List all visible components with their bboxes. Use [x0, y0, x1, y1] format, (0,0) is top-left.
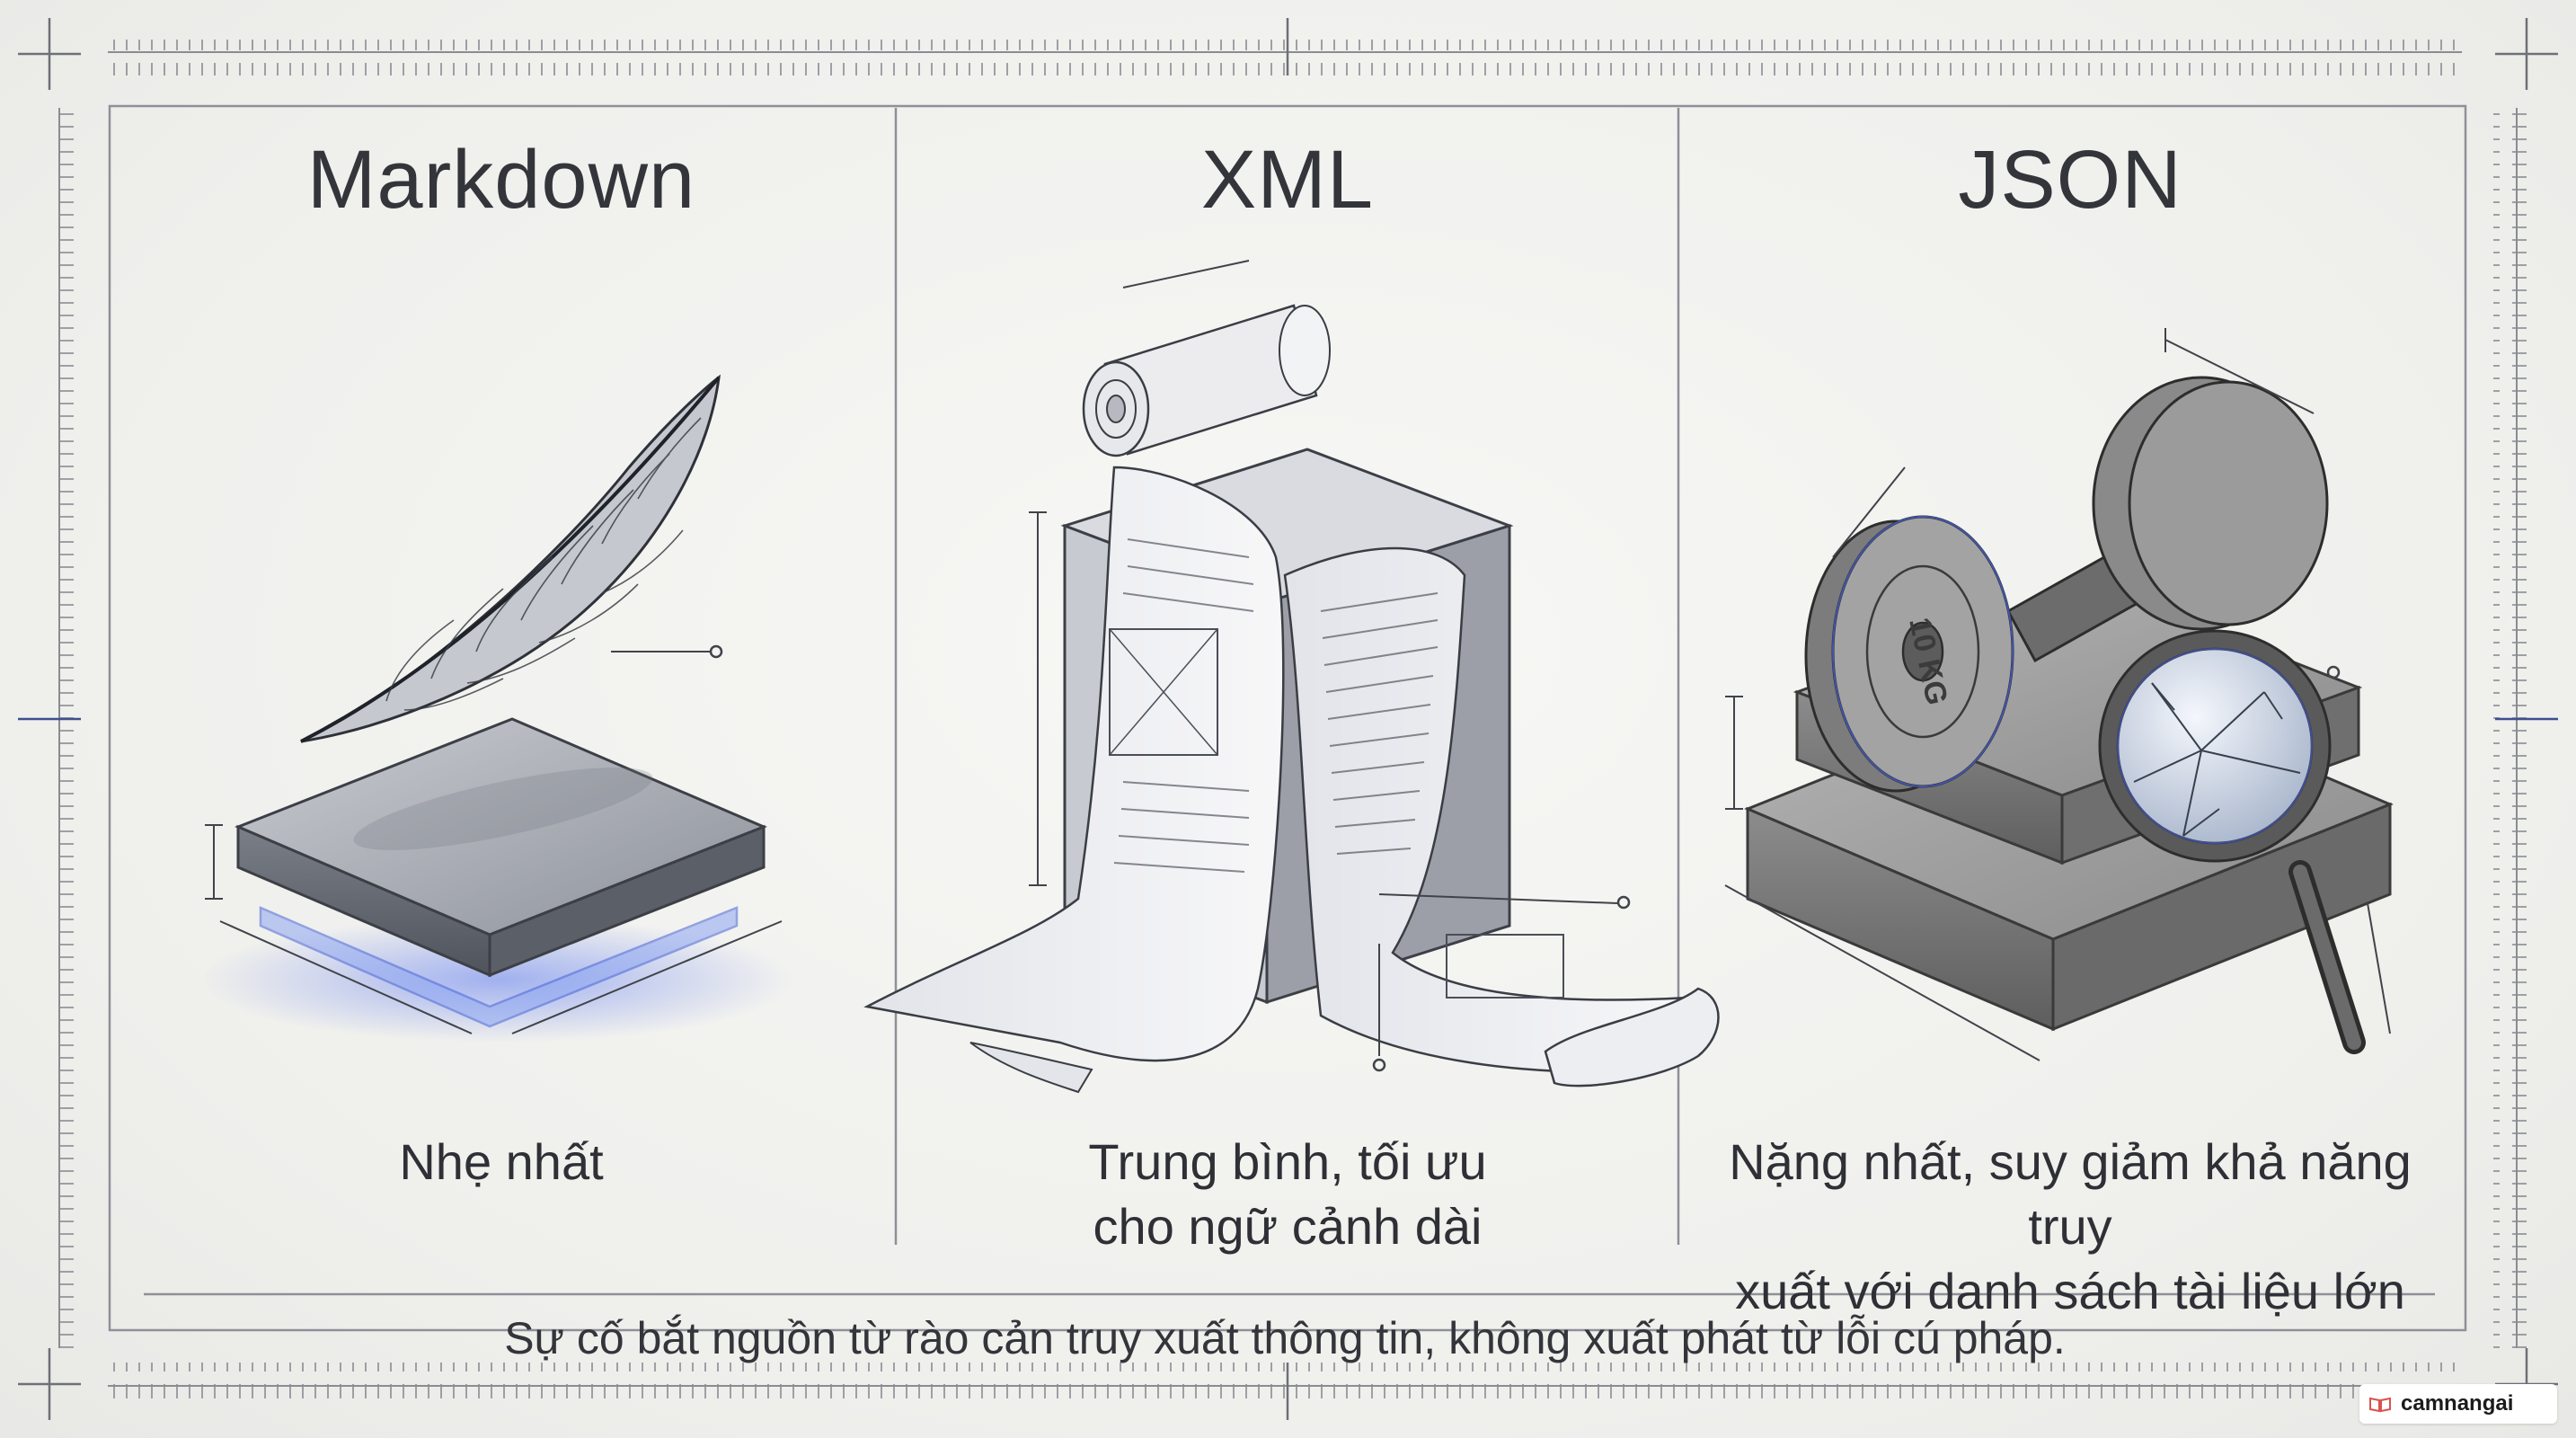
column-caption-markdown: Nhẹ nhất — [115, 1130, 888, 1194]
column-caption-xml: Trung bình, tối ưu cho ngữ cảnh dài — [901, 1130, 1674, 1259]
watermark-text: camnangai — [2401, 1391, 2514, 1416]
footer-note: Sự cố bắt nguồn từ rào cản truy xuất thô… — [504, 1313, 2066, 1363]
book-icon — [2369, 1397, 2391, 1413]
caption-line: xuất với danh sách tài liệu lớn — [1735, 1263, 2405, 1319]
column-title-markdown: Markdown — [306, 134, 696, 226]
watermark-badge[interactable]: camnangai — [2359, 1384, 2557, 1424]
caption-line: cho ngữ cảnh dài — [1093, 1198, 1483, 1255]
column-title-xml: XML — [1200, 134, 1375, 226]
column-caption-json: Nặng nhất, suy giảm khả năng truy xuất v… — [1684, 1130, 2456, 1324]
caption-line: Nặng nhất, suy giảm khả năng truy — [1729, 1133, 2412, 1255]
caption-line: Nhẹ nhất — [399, 1133, 604, 1190]
feather-plate-illustration — [202, 374, 795, 1043]
column-title-json: JSON — [1958, 134, 2182, 226]
caption-line: Trung bình, tối ưu — [1088, 1133, 1487, 1190]
scroll-block-illustration — [863, 260, 1720, 1094]
dumbbell-block-illustration: 10 KG — [1724, 328, 2394, 1061]
